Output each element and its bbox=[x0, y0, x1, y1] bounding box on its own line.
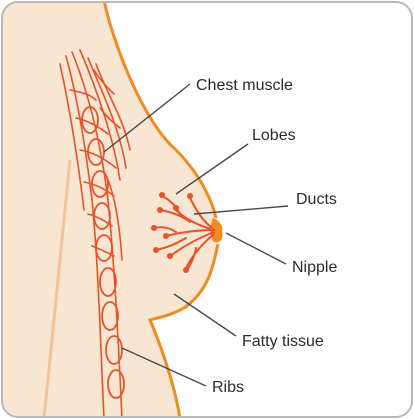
label-chest-muscle: Chest muscle bbox=[196, 77, 293, 94]
label-ribs: Ribs bbox=[212, 379, 244, 396]
label-ducts: Ducts bbox=[296, 191, 337, 208]
label-fatty-tissue: Fatty tissue bbox=[242, 333, 324, 350]
label-lobes: Lobes bbox=[252, 127, 296, 144]
label-nipple: Nipple bbox=[292, 259, 337, 276]
